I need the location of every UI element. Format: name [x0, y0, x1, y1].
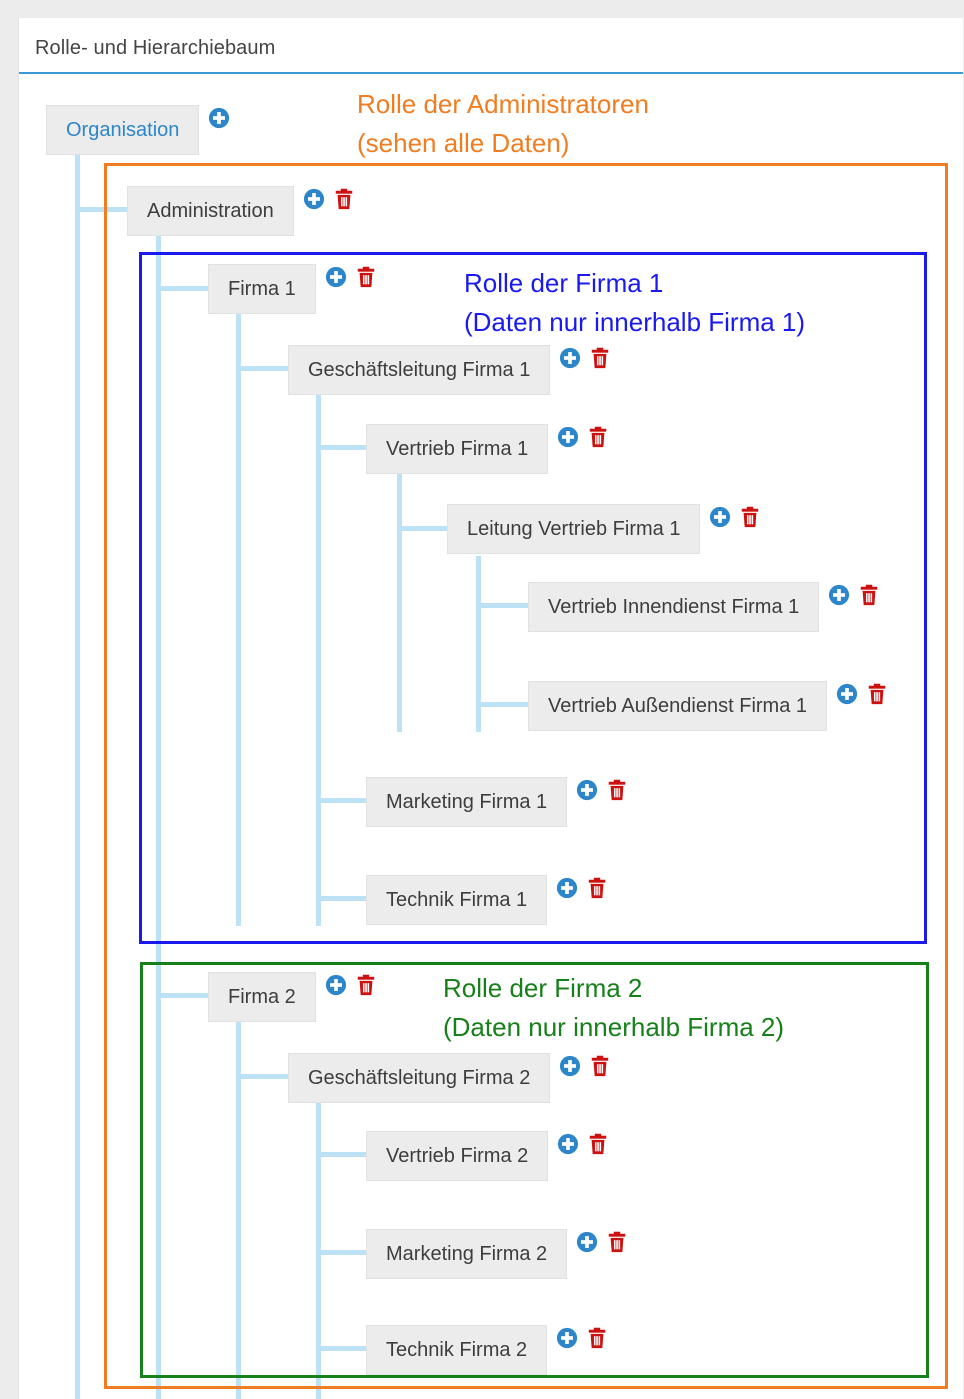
vertrieb-innendienst-firma1-add-icon[interactable]: [828, 584, 850, 606]
annotation-firma2-line2: (Daten nur innerhalb Firma 2): [443, 1012, 785, 1042]
geschaeftsleitung-firma2-add-icon[interactable]: [559, 1055, 581, 1077]
connector-vertrieb-firma1-children: [397, 474, 402, 732]
leitung-vertrieb-firma1-add-icon[interactable]: [709, 506, 731, 528]
connector-aussendienst-firma1: [476, 702, 528, 707]
panel-header: Rolle- und Hierarchiebaum: [19, 18, 963, 74]
tree-node-vertrieb-firma2[interactable]: Vertrieb Firma 2: [366, 1131, 549, 1181]
connector-marketing-firma1: [316, 798, 366, 803]
administration-delete-icon[interactable]: [333, 188, 355, 210]
admin-role-box: [104, 163, 948, 1389]
marketing-firma2-add-icon[interactable]: [576, 1231, 598, 1253]
connector-geschaeftsleitung-firma1-children: [316, 394, 321, 926]
firma1-delete-icon[interactable]: [355, 266, 377, 288]
annotation-admin-role: Rolle der Administratoren (sehen alle Da…: [357, 85, 649, 163]
connector-marketing-firma2: [316, 1250, 366, 1255]
administration-add-icon[interactable]: [303, 188, 325, 210]
geschaeftsleitung-firma1-delete-icon[interactable]: [589, 347, 611, 369]
annotation-firma2-line1: Rolle der Firma 2: [443, 973, 643, 1003]
connector-innendienst-firma1: [476, 603, 528, 608]
tree-node-marketing-firma2[interactable]: Marketing Firma 2: [366, 1229, 568, 1279]
connector-vertrieb-firma2: [316, 1152, 366, 1157]
tree-node-technik-firma1[interactable]: Technik Firma 1: [366, 875, 548, 925]
connector-firma2: [156, 993, 208, 998]
tree-node-technik-firma2[interactable]: Technik Firma 2: [366, 1325, 548, 1375]
connector-leitung-vertrieb-firma1: [397, 526, 447, 531]
vertrieb-firma2-add-icon[interactable]: [557, 1133, 579, 1155]
tree-node-firma1[interactable]: Firma 1: [208, 264, 316, 314]
tree-node-organisation[interactable]: Organisation: [46, 105, 200, 155]
tree-node-administration[interactable]: Administration: [127, 186, 294, 236]
geschaeftsleitung-firma1-add-icon[interactable]: [559, 347, 581, 369]
connector-leitung-vertrieb-firma1-children: [476, 556, 481, 732]
annotation-admin-line1: Rolle der Administratoren: [357, 89, 649, 119]
technik-firma2-delete-icon[interactable]: [586, 1327, 608, 1349]
firma2-delete-icon[interactable]: [355, 974, 377, 996]
vertrieb-firma1-add-icon[interactable]: [557, 426, 579, 448]
marketing-firma2-delete-icon[interactable]: [606, 1231, 628, 1253]
tree-node-marketing-firma1[interactable]: Marketing Firma 1: [366, 777, 568, 827]
technik-firma1-delete-icon[interactable]: [586, 877, 608, 899]
tree-node-vertrieb-firma1[interactable]: Vertrieb Firma 1: [366, 424, 549, 474]
organisation-add-icon[interactable]: [208, 107, 230, 129]
vertrieb-aussendienst-firma1-delete-icon[interactable]: [866, 683, 888, 705]
annotation-firma1-role: Rolle der Firma 1 (Daten nur innerhalb F…: [464, 264, 805, 342]
firma1-add-icon[interactable]: [325, 266, 347, 288]
connector-firma2-children: [236, 1022, 241, 1399]
connector-geschaeftsleitung-firma1: [236, 366, 288, 371]
annotation-firma1-line2: (Daten nur innerhalb Firma 1): [464, 307, 806, 337]
leitung-vertrieb-firma1-delete-icon[interactable]: [739, 506, 761, 528]
firma2-add-icon[interactable]: [325, 974, 347, 996]
technik-firma2-add-icon[interactable]: [556, 1327, 578, 1349]
tree-node-leitung-vertrieb-firma1[interactable]: Leitung Vertrieb Firma 1: [447, 504, 701, 554]
tree-node-vertrieb-aussendienst-firma1[interactable]: Vertrieb Außendienst Firma 1: [528, 681, 828, 731]
connector-administration-children: [156, 236, 161, 1399]
connector-administration: [75, 207, 127, 212]
connector-firma1: [156, 286, 208, 291]
connector-organisation: [75, 155, 80, 1399]
firma2-role-box: [140, 962, 929, 1378]
marketing-firma1-add-icon[interactable]: [576, 779, 598, 801]
tree-node-vertrieb-innendienst-firma1[interactable]: Vertrieb Innendienst Firma 1: [528, 582, 820, 632]
vertrieb-innendienst-firma1-delete-icon[interactable]: [858, 584, 880, 606]
annotation-firma2-role: Rolle der Firma 2 (Daten nur innerhalb F…: [443, 969, 784, 1047]
connector-geschaeftsleitung-firma2: [236, 1074, 288, 1079]
vertrieb-firma1-delete-icon[interactable]: [587, 426, 609, 448]
technik-firma1-add-icon[interactable]: [556, 877, 578, 899]
vertrieb-firma2-delete-icon[interactable]: [587, 1133, 609, 1155]
geschaeftsleitung-firma2-delete-icon[interactable]: [589, 1055, 611, 1077]
annotation-admin-line2: (sehen alle Daten): [357, 128, 570, 158]
connector-vertrieb-firma1: [316, 445, 366, 450]
firma1-role-box: [139, 252, 927, 944]
tree-node-geschaeftsleitung-firma2[interactable]: Geschäftsleitung Firma 2: [288, 1053, 551, 1103]
annotation-firma1-line1: Rolle der Firma 1: [464, 268, 664, 298]
panel-title: Rolle- und Hierarchiebaum: [35, 37, 276, 59]
connector-technik-firma2: [316, 1346, 366, 1351]
connector-firma1-children: [236, 314, 241, 926]
vertrieb-aussendienst-firma1-add-icon[interactable]: [836, 683, 858, 705]
tree-node-firma2[interactable]: Firma 2: [208, 972, 316, 1022]
connector-technik-firma1: [316, 896, 366, 901]
marketing-firma1-delete-icon[interactable]: [606, 779, 628, 801]
tree-node-geschaeftsleitung-firma1[interactable]: Geschäftsleitung Firma 1: [288, 345, 551, 395]
